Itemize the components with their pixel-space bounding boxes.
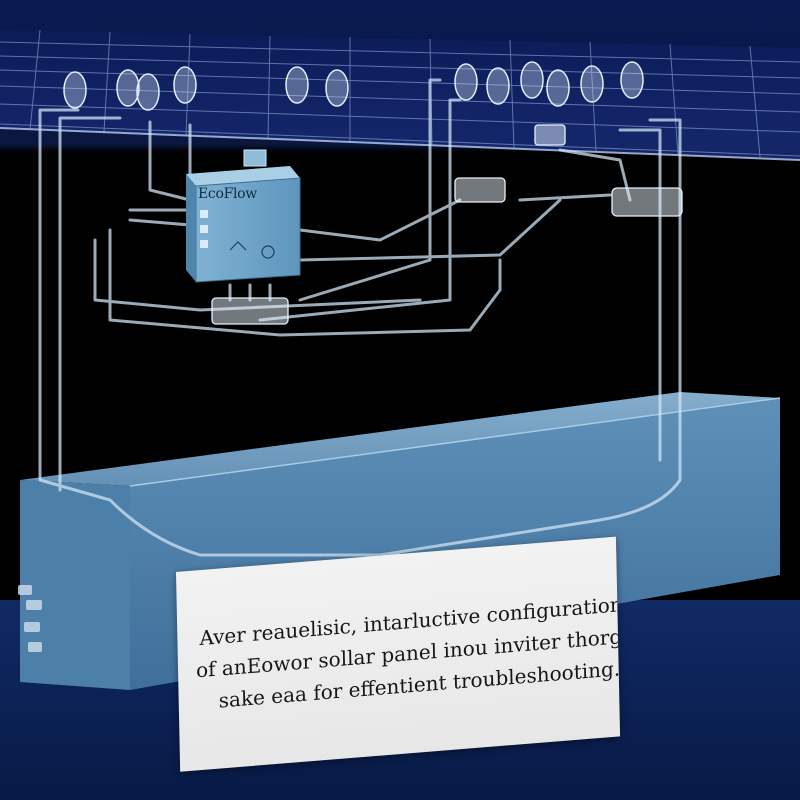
connector-blocks bbox=[211, 124, 683, 325]
caption-card: Aver reauelisic, intarluctive configurat… bbox=[176, 536, 621, 772]
inverter-brand-label: EcoFlow bbox=[198, 186, 257, 202]
inverter-box bbox=[186, 149, 301, 283]
solar-panel-grid bbox=[0, 29, 800, 161]
tubing-network bbox=[38, 78, 682, 557]
inline-fuses bbox=[63, 61, 644, 111]
